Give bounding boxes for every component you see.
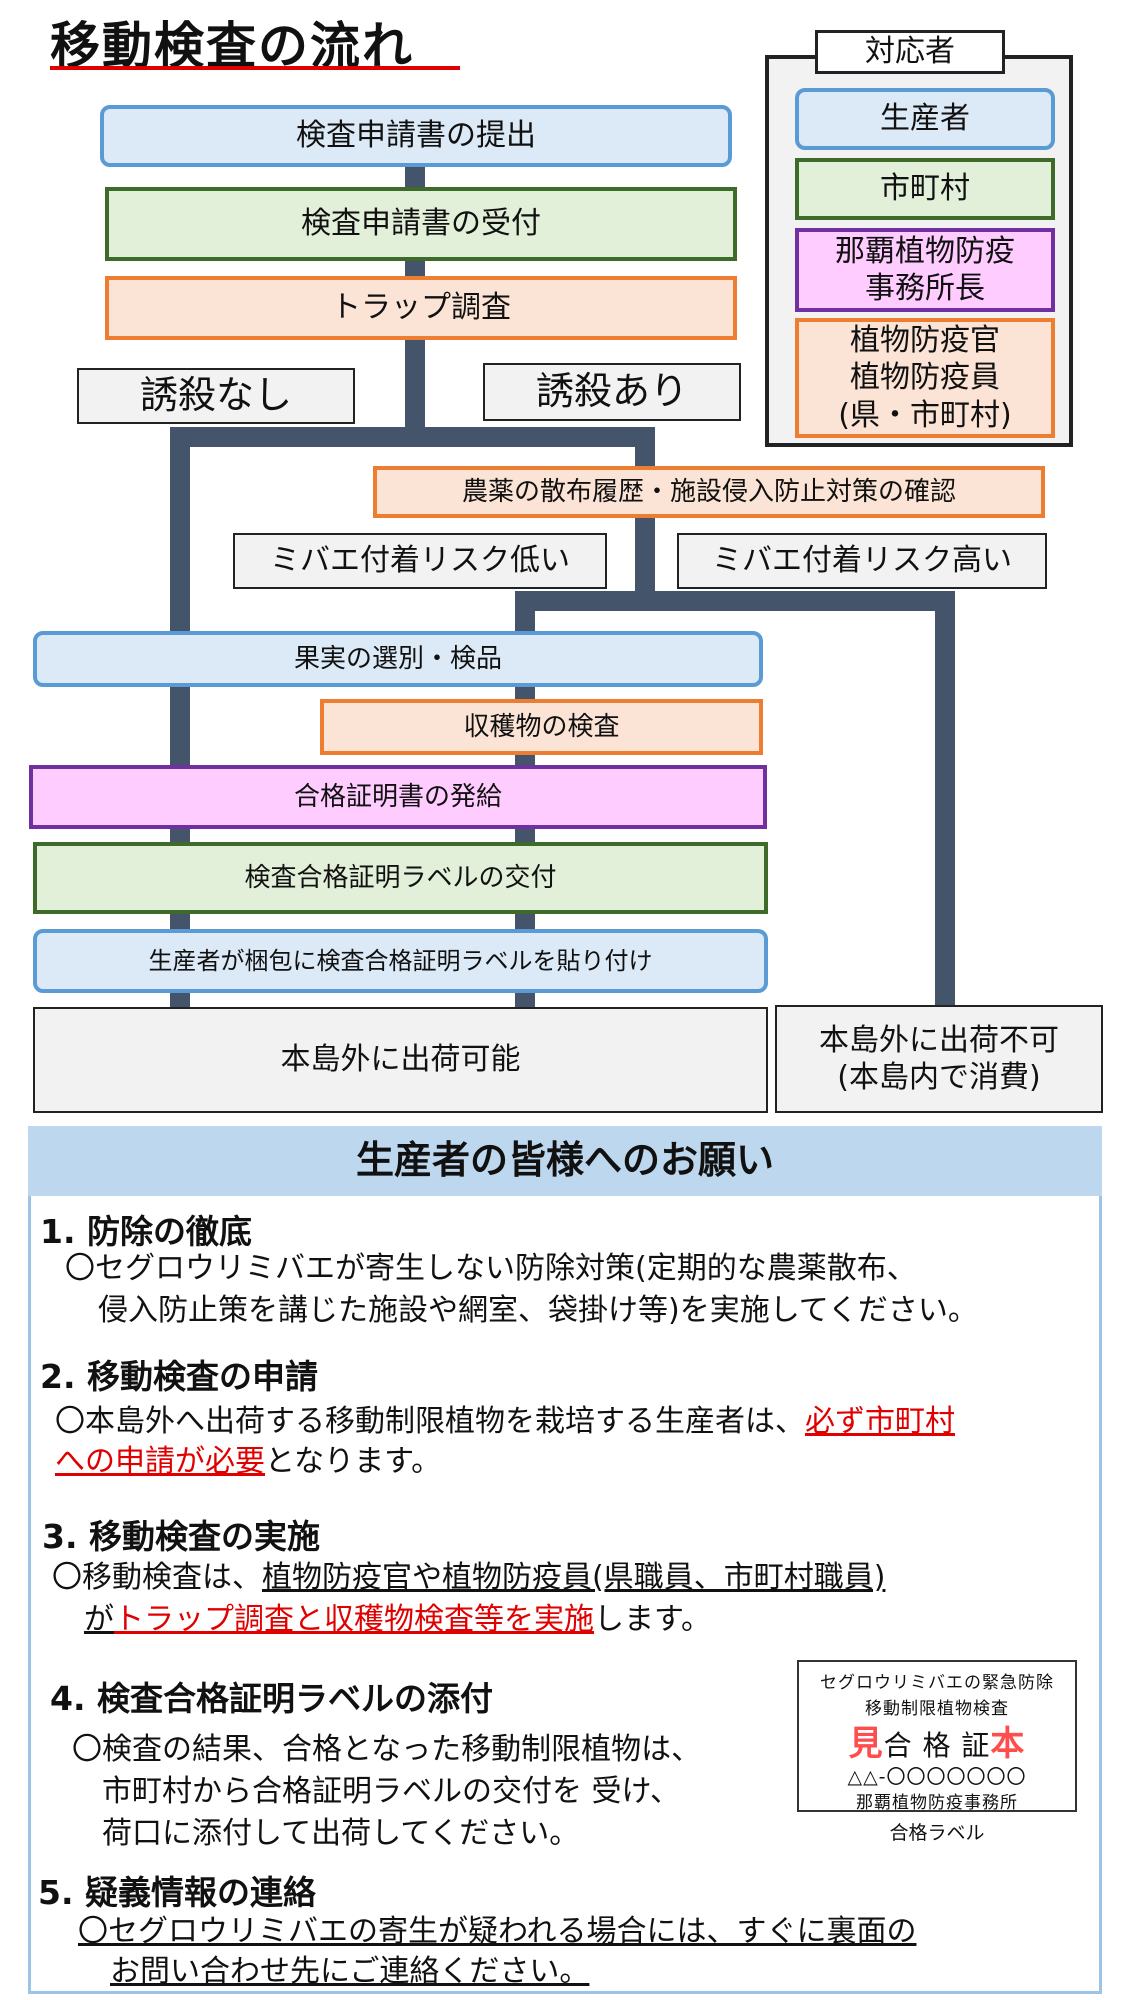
section-4-line-3: 荷口に添付して出荷してください。 bbox=[102, 1816, 580, 1851]
stamp-line-4: △△-〇〇〇〇〇〇〇 bbox=[847, 1766, 1027, 1788]
section-3-emphasis: トラップ調査と収穫物検査等を実施 bbox=[114, 1602, 594, 1637]
connector-risk-horizontal bbox=[515, 591, 955, 611]
step-label-attach: 生産者が梱包に検査合格証明ラベルを貼り付け bbox=[33, 929, 768, 993]
stamp-sample-mark-right: 本 bbox=[990, 1724, 1026, 1764]
step-trap-survey: トラップ調査 bbox=[105, 276, 737, 340]
section-4-title: 4. 検査合格証明ラベルの添付 bbox=[50, 1679, 493, 1718]
result-no-catch: 誘殺なし bbox=[77, 368, 355, 424]
risk-high-label: ミバエ付着リスク高い bbox=[677, 533, 1047, 589]
result-catch: 誘殺あり bbox=[483, 363, 741, 421]
stamp-line-2: 移動制限植物検査 bbox=[865, 1699, 1009, 1719]
connector-left-vertical bbox=[170, 427, 190, 1011]
legend-producer: 生産者 bbox=[795, 88, 1055, 150]
step-label-issue: 検査合格証明ラベルの交付 bbox=[33, 842, 768, 914]
outcome-ship-not-allowed: 本島外に出荷不可 (本島内で消費) bbox=[775, 1005, 1103, 1113]
section-3-line-1: 〇移動検査は、植物防疫官や植物防疫員(県職員、市町村職員) bbox=[52, 1558, 885, 1599]
section-2-line-2: への申請が必要となります。 bbox=[55, 1442, 441, 1483]
step-harvest-inspection: 収穫物の検査 bbox=[320, 699, 763, 755]
section-5-line-2: お問い合わせ先にご連絡ください。 bbox=[110, 1954, 590, 1989]
section-3-text-a: 〇移動検査は、 bbox=[52, 1560, 262, 1595]
step-pesticide-facility-check: 農薬の散布履歴・施設侵入防止対策の確認 bbox=[373, 466, 1045, 518]
section-5-line-1: 〇セグロウリミバエの寄生が疑われる場合には、すぐに裏面の bbox=[78, 1914, 917, 1949]
section-1-line-1: 〇セグロウリミバエが寄生しない防除対策(定期的な農薬散布、 bbox=[65, 1251, 917, 1286]
section-3-line-2: がトラップ調査と収穫物検査等を実施します。 bbox=[84, 1600, 711, 1641]
pass-label-caption: 合格ラベル bbox=[889, 1822, 985, 1844]
section-3-officers: 植物防疫官や植物防疫員(県職員、市町村職員) bbox=[262, 1560, 886, 1595]
stamp-line-5: 那覇植物防疫事務所 bbox=[856, 1793, 1018, 1813]
stamp-line-1: セグロウリミバエの緊急防除 bbox=[820, 1673, 1054, 1693]
section-2-text-d: となります。 bbox=[265, 1444, 442, 1479]
legend-plant-protection-officer: 植物防疫官 植物防疫員 (県・市町村) bbox=[795, 318, 1055, 438]
stamp-sample-mark-left: 見 bbox=[848, 1724, 884, 1764]
section-2-line-1: 〇本島外へ出荷する移動制限植物を栽培する生産者は、必ず市町村 bbox=[55, 1402, 955, 1443]
connector-risk-high-vertical bbox=[935, 591, 955, 1005]
section-2-text-a: 〇本島外へ出荷する移動制限植物を栽培する生産者は、 bbox=[55, 1404, 805, 1439]
section-3-title: 3. 移動検査の実施 bbox=[42, 1517, 320, 1556]
step-receive-application: 検査申請書の受付 bbox=[105, 187, 737, 261]
section-5-title: 5. 疑義情報の連絡 bbox=[38, 1873, 316, 1912]
notes-panel bbox=[28, 1126, 1102, 1994]
pass-label-sample: セグロウリミバエの緊急防除 移動制限植物検査 見合 格 証本 △△-〇〇〇〇〇〇… bbox=[797, 1660, 1077, 1813]
notes-heading: 生産者の皆様へのお願い bbox=[28, 1126, 1102, 1196]
section-4-line-2: 市町村から合格証明ラベルの交付を 受け、 bbox=[102, 1774, 681, 1809]
step-submit-application: 検査申請書の提出 bbox=[100, 105, 732, 167]
legend-municipality: 市町村 bbox=[795, 158, 1055, 220]
risk-low-label: ミバエ付着リスク低い bbox=[233, 533, 607, 589]
section-2-emphasis-b: への申請が必要 bbox=[55, 1444, 265, 1479]
outcome-ship-allowed: 本島外に出荷可能 bbox=[33, 1007, 768, 1113]
stamp-main-row: 見合 格 証本 bbox=[799, 1716, 1075, 1765]
stamp-main-text: 合 格 証 bbox=[883, 1729, 991, 1762]
legend-naha-office-director: 那覇植物防疫 事務所長 bbox=[795, 228, 1055, 312]
step-certificate-issue: 合格証明書の発給 bbox=[29, 765, 767, 829]
section-4-line-1: 〇検査の結果、合格となった移動制限植物は、 bbox=[72, 1732, 702, 1767]
section-3-text-c: が bbox=[84, 1602, 114, 1637]
title-underline bbox=[50, 66, 460, 70]
connector-split-horizontal bbox=[170, 427, 655, 447]
section-2-emphasis-a: 必ず市町村 bbox=[805, 1404, 955, 1439]
section-3-text-e: します。 bbox=[594, 1602, 711, 1637]
section-2-title: 2. 移動検査の申請 bbox=[40, 1357, 318, 1396]
legend-heading: 対応者 bbox=[815, 30, 1005, 74]
step-fruit-sorting: 果実の選別・検品 bbox=[33, 631, 763, 687]
page-title: 移動検査の流れ bbox=[50, 17, 414, 75]
section-1-title: 1. 防除の徹底 bbox=[40, 1212, 252, 1251]
section-1-line-2: 侵入防止策を講じた施設や網室、袋掛け等)を実施してください。 bbox=[98, 1293, 978, 1328]
